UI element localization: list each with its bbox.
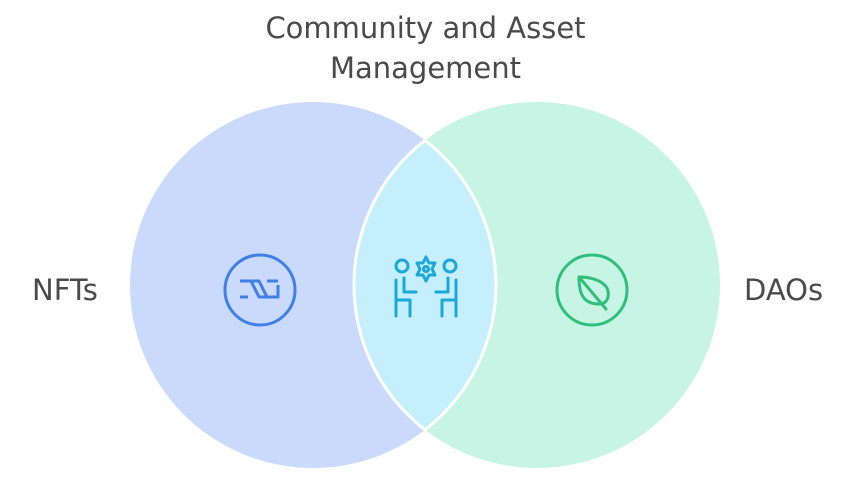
set-label-nfts: NFTs — [32, 273, 98, 307]
set-label-daos: DAOs — [744, 273, 824, 307]
intersection-region — [354, 102, 496, 468]
dao-leaf-icon — [555, 253, 629, 327]
title-line-2: Management — [329, 51, 522, 85]
collaboration-icon — [394, 255, 458, 318]
intersection-border-right — [352, 102, 496, 468]
nft-icon — [223, 253, 297, 327]
title-line-1: Community and Asset — [265, 11, 586, 45]
intersection-border-left — [354, 102, 498, 468]
venn-title: Community and Asset Management — [0, 8, 851, 88]
